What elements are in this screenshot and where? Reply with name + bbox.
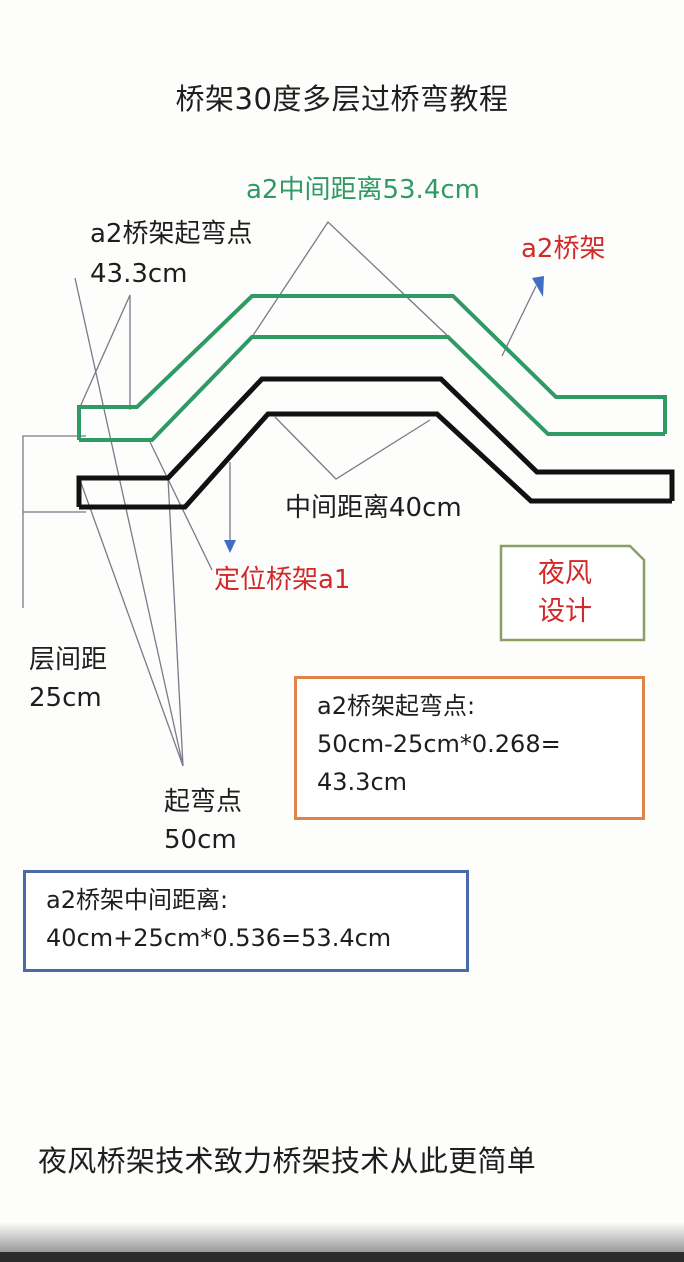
bottom-fade	[0, 1222, 684, 1252]
positioning-tray-label: 定位桥架a1	[214, 565, 351, 595]
bend-point-value: 50cm	[164, 825, 237, 855]
bend-formula-heading: a2桥架起弯点:	[317, 692, 476, 720]
stamp-line-1: 夜风	[538, 558, 592, 589]
middle-distance-label: 中间距离40cm	[285, 493, 462, 523]
page-title: 桥架30度多层过桥弯教程	[175, 82, 509, 116]
a2-tray-label: a2桥架	[521, 234, 606, 264]
a2-middle-distance-label: a2中间距离53.4cm	[246, 175, 480, 205]
a2-tray-arrow	[501, 276, 544, 357]
layer-spacing-label: 层间距	[29, 645, 108, 675]
positioning-arrow	[224, 462, 236, 553]
designer-stamp: 夜风 设计	[500, 545, 644, 641]
footer-slogan: 夜风桥架技术致力桥架技术从此更简单	[38, 1144, 537, 1178]
layer-spacing-value: 25cm	[29, 683, 102, 713]
a2-bend-point-value: 43.3cm	[90, 259, 188, 289]
middle-formula-expression: 40cm+25cm*0.536=53.4cm	[46, 924, 392, 952]
a2-tray-outline	[77, 294, 667, 442]
stamp-line-2: 设计	[538, 596, 592, 627]
bend-formula-expression: 50cm-25cm*0.268=	[317, 730, 561, 758]
bottom-bar	[0, 1252, 684, 1262]
bend-point-label: 起弯点	[164, 787, 243, 817]
bend-point-formula-box: a2桥架起弯点: 50cm-25cm*0.268= 43.3cm	[294, 676, 645, 820]
stamp-border	[499, 544, 646, 642]
middle-distance-formula-box: a2桥架中间距离: 40cm+25cm*0.536=53.4cm	[23, 870, 469, 972]
a2-bend-point-label: a2桥架起弯点	[90, 219, 253, 249]
bend-formula-result: 43.3cm	[317, 768, 408, 796]
a1-tray-outline	[76, 376, 675, 510]
middle-formula-heading: a2桥架中间距离:	[46, 886, 229, 914]
